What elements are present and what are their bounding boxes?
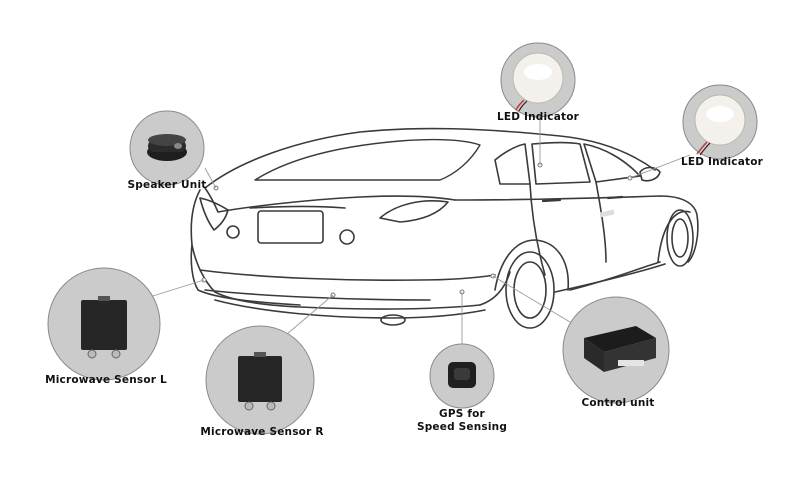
label-gps-line2: Speed Sensing	[402, 421, 522, 434]
label-led-indicator-top: LED Indicator	[490, 111, 586, 124]
label-gps: GPS for Speed Sensing	[402, 408, 522, 434]
control-unit-bubble	[563, 209, 669, 403]
label-led-indicator-right: LED Indicator	[672, 156, 772, 169]
led-indicator-right-bubble	[683, 85, 757, 159]
microwave-sensor-r-bubble	[206, 326, 314, 434]
speaker-unit-icon	[147, 134, 187, 161]
led-indicator-top-bubble	[501, 43, 575, 117]
gps-antenna-icon	[448, 362, 476, 388]
microwave-sensor-icon	[81, 296, 127, 358]
label-microwave-sensor-r: Microwave Sensor R	[192, 426, 332, 439]
label-speaker-unit: Speaker Unit	[120, 179, 214, 192]
control-unit-icon	[584, 209, 656, 372]
label-control-unit: Control unit	[566, 397, 670, 410]
label-gps-line1: GPS for	[402, 408, 522, 421]
microwave-sensor-l-bubble	[48, 268, 160, 380]
gps-bubble	[430, 344, 494, 408]
label-microwave-sensor-l: Microwave Sensor L	[36, 374, 176, 387]
speaker-unit-bubble	[130, 111, 204, 185]
microwave-sensor-icon	[238, 352, 282, 410]
